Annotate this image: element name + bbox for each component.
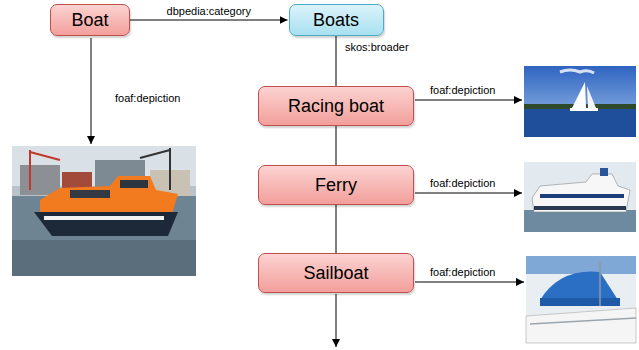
sailboat-photo (526, 256, 636, 343)
racing-boat-photo (524, 66, 636, 137)
resource-box: Ferry (258, 165, 414, 205)
depiction-label: foaf:depiction (428, 84, 497, 97)
connector (336, 36, 337, 86)
depiction-label: foaf:depiction (428, 266, 497, 279)
depiction-arrow (415, 100, 522, 101)
connector (130, 20, 288, 21)
category-box: Boats (289, 4, 384, 36)
edge-label: skos:broader (343, 41, 411, 54)
node-text: Boats (313, 10, 359, 31)
continuation-arrow (336, 294, 337, 347)
resource-box: Boat (50, 4, 130, 36)
edge-label: dbpedia:category (165, 5, 253, 18)
node-text: Boat (71, 10, 108, 31)
depiction-arrow (91, 38, 92, 144)
connector (336, 126, 337, 165)
lifeboat-photo (12, 146, 196, 276)
depiction-label: foaf:depiction (428, 177, 497, 190)
node-text: Ferry (315, 175, 357, 196)
resource-box: Sailboat (258, 253, 414, 293)
ferry-photo (524, 162, 636, 232)
connector (336, 205, 337, 253)
depiction-arrow (415, 193, 522, 194)
node-text: Sailboat (303, 263, 368, 284)
depiction-label: foaf:depiction (113, 92, 182, 105)
resource-box: Racing boat (258, 86, 414, 126)
node-text: Racing boat (288, 96, 384, 117)
depiction-arrow (415, 282, 524, 283)
